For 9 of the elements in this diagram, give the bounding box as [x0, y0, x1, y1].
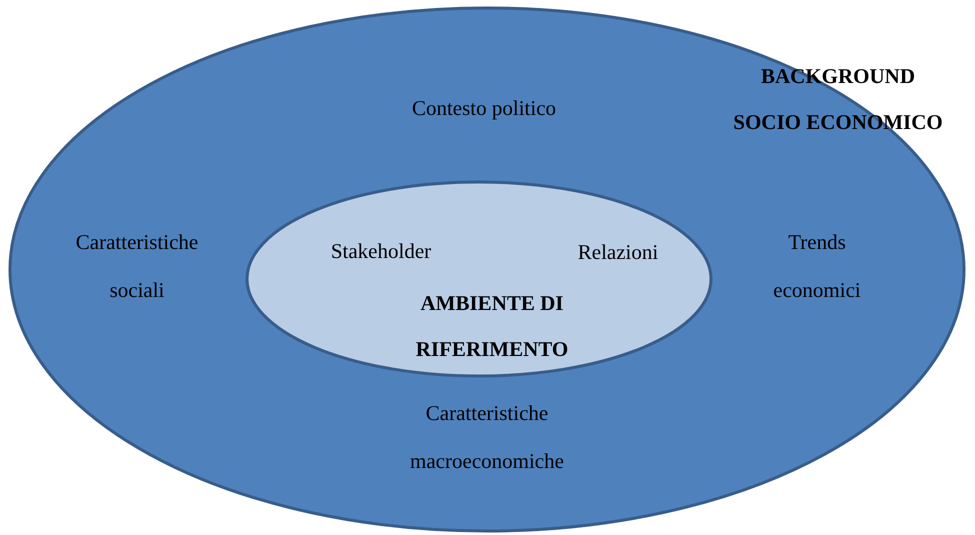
- inner-ellipse: [245, 180, 713, 378]
- label-text: Caratteristiche macroeconomiche: [409, 400, 565, 475]
- label-text: Relazioni: [576, 239, 660, 266]
- label-text: Trends economici: [772, 229, 862, 304]
- outer-ellipse: [8, 6, 966, 533]
- label-text: Stakeholder: [330, 238, 432, 265]
- heading-text: AMBIENTE DI RIFERIMENTO: [414, 290, 570, 363]
- label-text: Caratteristiche sociali: [74, 229, 200, 304]
- label-text: Contesto politico: [410, 95, 558, 122]
